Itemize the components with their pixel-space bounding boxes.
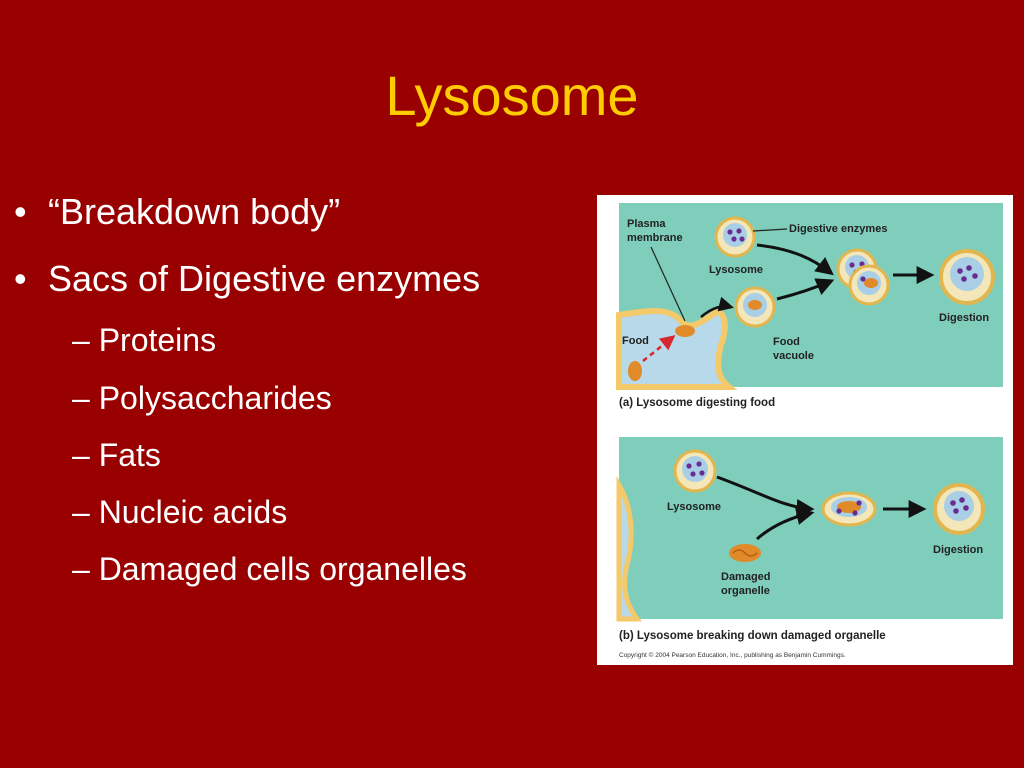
bullet-item: • “Breakdown body” — [14, 190, 340, 234]
enzyme-dot — [731, 236, 737, 242]
enzyme-dot — [966, 265, 972, 271]
sub-bullet-item: – Proteins — [72, 322, 217, 358]
enzyme-dot — [963, 505, 969, 511]
sub-bullet-item: – Polysaccharides — [72, 380, 332, 416]
copyright-text: Copyright © 2004 Pearson Education, Inc.… — [619, 651, 846, 659]
engulf-arrow — [700, 296, 734, 318]
enzyme-dot — [859, 261, 865, 267]
enzyme-dot — [972, 273, 978, 279]
enzyme-dot — [736, 228, 742, 234]
lysosome-diagram: Plasma membrane Food Lysosome Digestive … — [616, 203, 1003, 659]
enzyme-dot — [727, 229, 733, 235]
damaged-organelle-label: organelle — [721, 585, 770, 597]
bullet-item: • Sacs of Digestive enzymes — [14, 257, 480, 301]
digestive-enzymes-label: Digestive enzymes — [789, 223, 887, 235]
food-particle — [628, 361, 642, 381]
enzyme-dot — [959, 497, 965, 503]
enzyme-dot — [686, 463, 692, 469]
digestion-interior — [944, 491, 974, 521]
sub-bullet-item: – Fats — [72, 437, 161, 473]
damaged-organelle-shape — [837, 501, 861, 513]
enzyme-dot — [961, 276, 967, 282]
enzyme-dot — [953, 508, 959, 514]
enzyme-dot — [950, 500, 956, 506]
lysosome-interior — [723, 223, 747, 247]
enzymes-pointer — [752, 228, 788, 232]
enzyme-dot — [836, 508, 842, 514]
damaged-organelle-label: Damaged — [721, 571, 771, 583]
lysosome-figure: Plasma membrane Food Lysosome Digestive … — [597, 195, 1013, 665]
enzyme-dot — [699, 470, 705, 476]
plasma-membrane-pointer — [650, 246, 686, 322]
bullet-text: “Breakdown body” — [48, 191, 341, 232]
bullet-text: Sacs of Digestive enzymes — [48, 258, 481, 299]
enzyme-dot — [860, 276, 866, 282]
digestion-label: Digestion — [933, 544, 983, 556]
plasma-membrane-label: membrane — [627, 232, 683, 244]
enzyme-dot — [739, 236, 745, 242]
enzyme-dot — [849, 262, 855, 268]
cell-membrane — [616, 475, 642, 622]
lysosome-label: Lysosome — [667, 501, 721, 513]
enzyme-dot — [856, 500, 862, 506]
food-label: Food — [622, 335, 649, 347]
food-vacuole-label: vacuole — [773, 350, 814, 362]
sub-bullet-item: – Damaged cells organelles — [72, 551, 467, 587]
panel-b-caption: (b) Lysosome breaking down damaged organ… — [619, 630, 886, 642]
slide-title: Lysosome — [385, 64, 639, 127]
food-vacuole-label: Food — [773, 336, 800, 348]
food-particle — [864, 278, 878, 288]
lysosome-fusion-arrow — [756, 243, 834, 276]
enzyme-dot — [852, 510, 858, 516]
lysosome-interior — [682, 456, 708, 482]
bullet-marker: • — [14, 191, 27, 232]
sub-bullet-item: – Nucleic acids — [72, 494, 288, 530]
bullet-marker: • — [14, 258, 27, 299]
digestion-interior — [950, 257, 984, 291]
vacuole-fusion-arrow — [776, 278, 835, 301]
plasma-membrane-label: Plasma — [627, 218, 666, 230]
damaged-organelle-detail — [732, 549, 758, 557]
enzyme-dot — [696, 461, 702, 467]
organelle-fusion-arrow — [756, 507, 815, 541]
lysosome-label: Lysosome — [709, 264, 763, 276]
panel-a-caption: (a) Lysosome digesting food — [619, 397, 775, 409]
food-particle — [748, 300, 762, 310]
enzyme-dot — [957, 268, 963, 274]
food-particle — [675, 325, 695, 337]
food-intake-arrow — [642, 335, 676, 362]
enzyme-dot — [690, 471, 696, 477]
digestion-label: Digestion — [939, 312, 989, 324]
